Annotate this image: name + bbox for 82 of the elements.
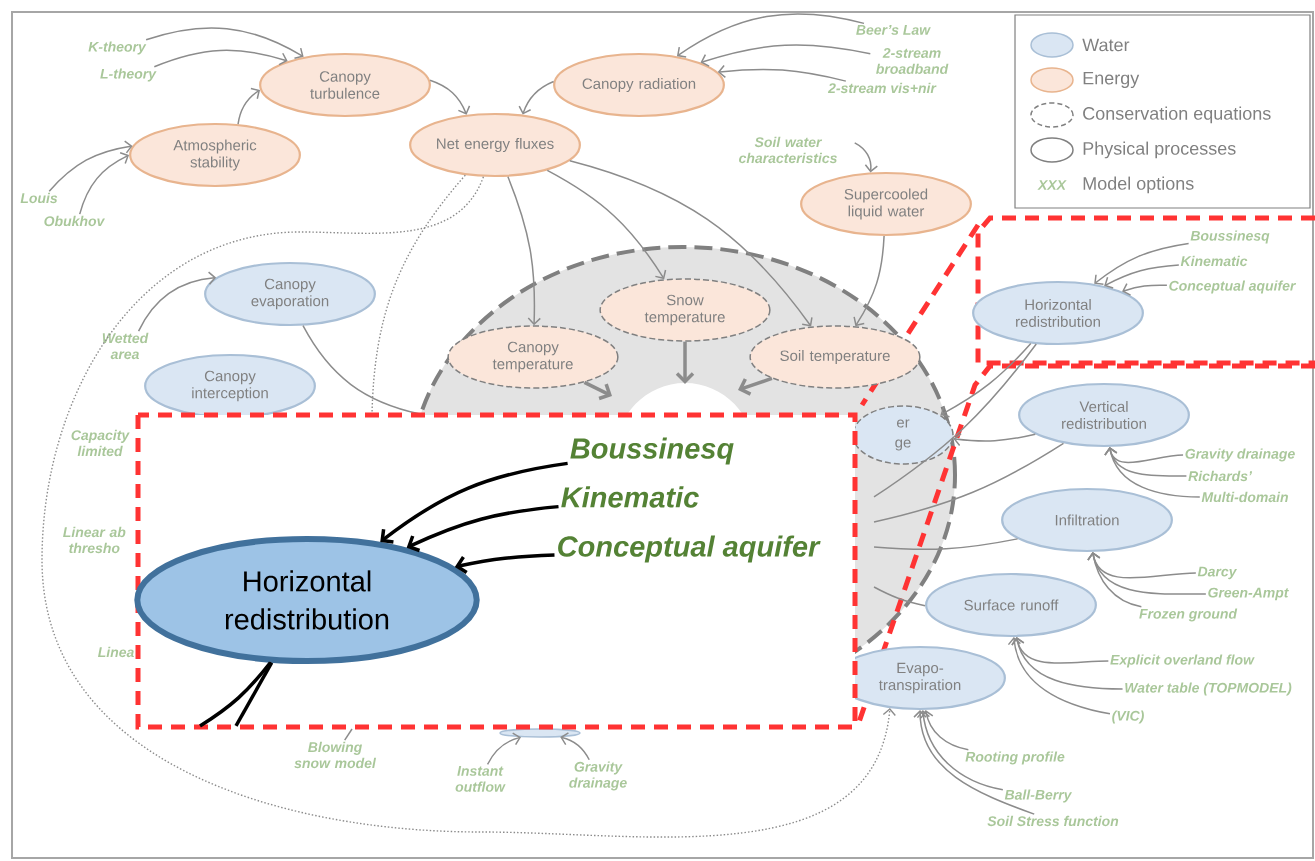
arrow <box>78 151 130 215</box>
arrow <box>380 461 568 544</box>
connector-line <box>234 661 274 727</box>
arrow <box>916 710 1004 791</box>
arrow <box>48 140 133 192</box>
model-option-text: Beer’s Law <box>856 25 931 35</box>
arrow <box>676 13 865 58</box>
model-option-text: L-theory <box>100 68 157 82</box>
connector-line <box>873 442 1065 523</box>
model-option-text: Instant outflow <box>455 766 506 792</box>
connector-line <box>199 661 272 728</box>
arrow <box>153 49 288 68</box>
arrow <box>1122 282 1168 296</box>
arrow <box>1104 447 1201 498</box>
connector-line <box>873 343 1037 498</box>
arrow <box>237 87 261 125</box>
model-option-text: Explicit overland flow <box>1110 654 1255 668</box>
arrow <box>546 169 667 280</box>
arrow <box>560 732 590 761</box>
model-option-text: Gravity drainage <box>1185 448 1295 462</box>
dotted-connector-line <box>371 174 467 415</box>
arrow <box>940 342 1032 418</box>
arrow <box>1007 637 1111 715</box>
model-option-text: Conceptual aquifer <box>558 535 821 563</box>
arrow <box>145 27 304 60</box>
model-option-text: 2-stream broadband <box>876 48 949 74</box>
arrow <box>1011 637 1124 690</box>
model-option-text: Kinematic <box>1180 255 1248 267</box>
model-option-text: Linear ab thresho <box>63 526 126 554</box>
model-option-text: Multi-domain <box>1201 491 1288 503</box>
model-option-text: Obukhov <box>44 215 105 227</box>
model-option-text: Conceptual aquifer <box>1169 280 1297 294</box>
model-option-text: (VIC) <box>1112 710 1144 724</box>
legend-text: Energy <box>1083 71 1140 89</box>
arrow <box>406 504 559 553</box>
model-option-text: 2-stream vis+nir <box>827 82 937 94</box>
arrow <box>853 142 879 173</box>
legend-text: Water <box>1082 38 1130 52</box>
legend-sample-text: XXX <box>1037 180 1067 190</box>
arrow <box>700 44 872 67</box>
model-option-text: Boussinesq <box>570 437 734 465</box>
arrow <box>913 710 1035 815</box>
model-option-text: Blowing snow model <box>294 741 377 769</box>
arrow <box>569 160 813 327</box>
connector-line <box>873 538 1019 551</box>
arrow <box>137 271 217 332</box>
arrow <box>675 341 695 384</box>
arrow <box>853 235 885 327</box>
dotted-arrow <box>41 176 896 838</box>
arrow <box>583 380 612 401</box>
arrow <box>1104 264 1180 289</box>
model-option-text: Boussinesq <box>1190 230 1270 244</box>
legend-text: Conservation equations <box>1083 106 1271 124</box>
arrow <box>1087 552 1143 608</box>
model-option-text: Green-Ampt <box>1208 587 1289 601</box>
model-option-text: Gravity drainage <box>569 761 627 791</box>
arrow <box>507 175 541 326</box>
model-option-text: Frozen ground <box>1139 608 1238 622</box>
model-option-text: Darcy <box>1197 566 1238 580</box>
model-option-text: Richards’ <box>1188 470 1253 482</box>
model-option-text: K-theory <box>88 41 147 55</box>
arrow <box>518 80 555 115</box>
arrow <box>486 732 521 766</box>
model-option-text: Soil Stress function <box>987 815 1119 827</box>
model-option-text: Rooting profile <box>965 751 1065 765</box>
legend-text: Physical processes <box>1083 141 1236 159</box>
arrow <box>738 376 773 396</box>
model-option-text: Kinematic <box>561 486 699 508</box>
model-option-text: Water table (TOPMODEL) <box>1125 682 1292 696</box>
model-option-text: Soil water characteristics <box>739 136 837 164</box>
model-option-text: Louis <box>20 192 58 204</box>
connector-line <box>343 728 353 741</box>
legend-text: Model options <box>1083 176 1194 194</box>
arrow <box>429 79 471 115</box>
arrow <box>717 64 847 82</box>
model-option-text: Ball-Berry <box>1004 789 1073 803</box>
arrow <box>454 553 555 575</box>
arrow <box>953 432 1037 447</box>
connector-line <box>873 586 926 607</box>
arrow <box>920 710 970 751</box>
arrow <box>1094 242 1190 285</box>
model-option-text: Capacity limited <box>71 429 130 457</box>
